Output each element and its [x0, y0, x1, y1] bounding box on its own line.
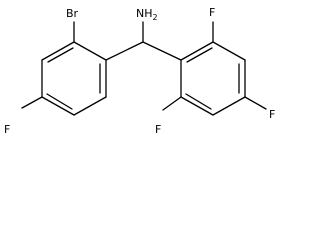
amine-label: NH2: [136, 7, 158, 22]
double-bond-inner: [47, 47, 74, 63]
fluorine-right-para-label: F: [269, 108, 275, 121]
structure-canvas: NH2 Br F F F F: [4, 6, 275, 136]
bond: [73, 41, 107, 61]
left-benzene-ring: [41, 41, 107, 116]
bond-to-right-ring: [142, 41, 182, 61]
bond: [73, 96, 107, 116]
bromine-label: Br: [66, 7, 79, 20]
double-bond-inner: [186, 47, 213, 63]
double-bond-inner: [46, 93, 73, 110]
fluorine-right-bottom-label: F: [155, 123, 161, 136]
bond: [180, 96, 214, 116]
bond-to-left-ring: [105, 41, 144, 61]
bond: [41, 41, 75, 61]
right-benzene-ring: [180, 41, 246, 116]
bond-to-fluorine-right-bottom: [162, 96, 182, 111]
bond: [41, 96, 75, 116]
bond-to-fluorine-left: [21, 96, 43, 109]
central-carbon-bonds: [105, 21, 182, 61]
substituent-bonds: [21, 21, 267, 111]
molecule-drawing: NH2 Br F F F F: [4, 6, 275, 136]
bond: [212, 96, 246, 116]
bond-to-fluorine-right-para: [244, 96, 267, 110]
double-bond-inner: [185, 93, 212, 110]
fluorine-right-top-label: F: [209, 6, 215, 19]
bond: [180, 41, 214, 61]
bond: [212, 41, 246, 61]
fluorine-left-label: F: [4, 123, 10, 136]
